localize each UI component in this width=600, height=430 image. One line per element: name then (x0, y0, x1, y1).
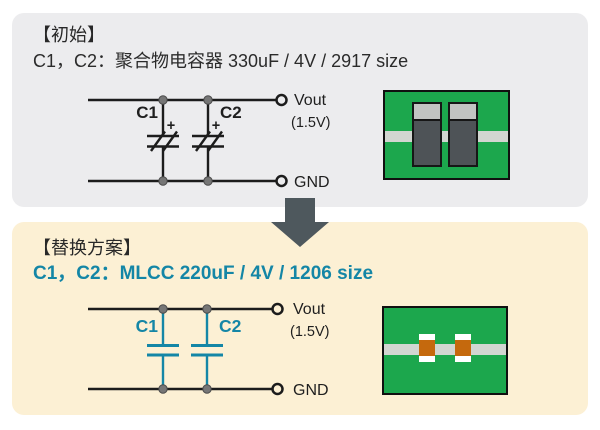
polarity-plus-sign: + (212, 118, 220, 134)
pcb-polymer-image (383, 90, 510, 180)
c1-label: C1 (136, 316, 159, 336)
mlcc-component-1 (419, 334, 435, 362)
pcb-mlcc-image (382, 306, 508, 395)
pcb-trace (385, 131, 508, 142)
polymer-capacitor-component-2 (448, 102, 478, 167)
junction-dot (158, 304, 168, 314)
junction-dot (158, 384, 168, 394)
vout-label: Vout (293, 301, 326, 318)
mlcc-terminal (419, 356, 435, 362)
capacitor-c2-symbol: + (192, 100, 224, 181)
vout-voltage-label: (1.5V) (290, 324, 330, 340)
polymer-capacitor-terminal (414, 104, 440, 121)
vout-voltage-label: (1.5V) (291, 115, 331, 131)
mlcc-body (455, 340, 471, 356)
capacitor-c1-symbol (147, 309, 179, 389)
vout-terminal (271, 302, 284, 316)
polarity-plus-sign: + (167, 118, 175, 134)
junction-dot (202, 384, 212, 394)
gnd-label: GND (294, 174, 330, 191)
polymer-capacitor-component-1 (412, 102, 442, 167)
mlcc-body (419, 340, 435, 356)
mlcc-terminal (419, 334, 435, 340)
mlcc-terminal (455, 334, 471, 340)
mlcc-component-2 (455, 334, 471, 362)
junction-dot (203, 176, 213, 186)
capacitor-c2-symbol (191, 309, 223, 389)
vout-label: Vout (294, 92, 327, 109)
capacitor-c1-symbol: + (147, 100, 179, 181)
c2-label: C2 (219, 316, 242, 336)
initial-heading: 【初始】 (33, 25, 105, 45)
polymer-capacitor-terminal (450, 104, 476, 121)
junction-dot (158, 176, 168, 186)
replacement-circuit-diagram: C1 C2 Vout (1.5V) GND (88, 301, 330, 399)
junction-dot (158, 95, 168, 105)
c2-label: C2 (220, 103, 242, 122)
down-arrow-icon (271, 198, 329, 247)
gnd-label: GND (293, 382, 329, 399)
gnd-terminal (275, 174, 288, 188)
initial-circuit-diagram: + + C1 C2 Vout (1.5V) GND (88, 92, 331, 191)
initial-spec-text: C1，C2：聚合物电容器 330uF / 4V / 2917 size (33, 51, 409, 71)
vout-terminal (275, 93, 288, 107)
replacement-spec-text: C1，C2：MLCC 220uF / 4V / 1206 size (33, 263, 374, 284)
gnd-terminal (271, 382, 284, 396)
junction-dot (203, 95, 213, 105)
pcb-trace (384, 344, 506, 355)
replacement-heading: 【替换方案】 (33, 238, 141, 258)
mlcc-terminal (455, 356, 471, 362)
c1-label: C1 (136, 103, 158, 122)
junction-dot (202, 304, 212, 314)
